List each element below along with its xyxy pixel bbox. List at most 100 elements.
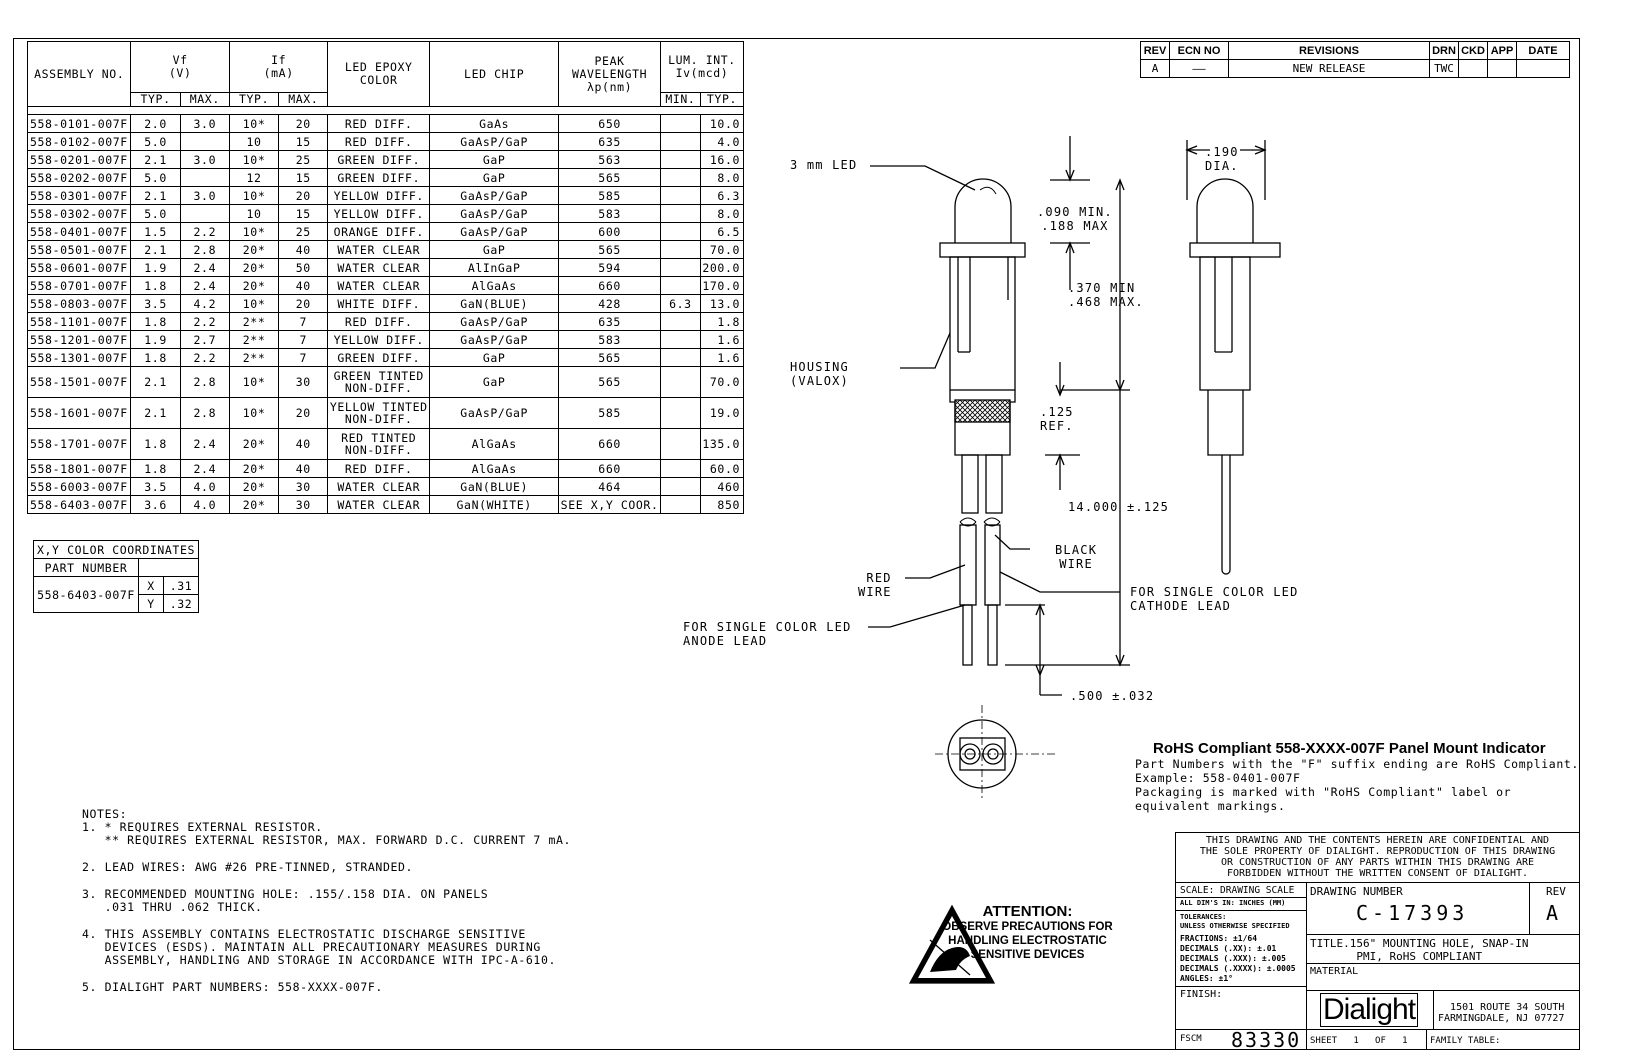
- cell-if-typ: 20*: [228, 258, 280, 277]
- header-lum: LUM. INT. Iv(mcd): [659, 41, 745, 93]
- cell-vf-typ: 2.1: [130, 150, 181, 169]
- notes-header: NOTES:: [82, 807, 128, 821]
- dialight-logo: Dialight: [1320, 993, 1419, 1027]
- dims-label: ALL DIM'S IN: INCHES (MM): [1180, 899, 1286, 907]
- cell-lum-typ: 6.5: [699, 222, 745, 241]
- cell-peak: SEE X,Y COOR.: [558, 495, 661, 514]
- hatch-band: [954, 399, 1011, 423]
- rev-label: REV: [1546, 885, 1566, 898]
- scale-label: SCALE: DRAWING SCALE: [1180, 885, 1295, 896]
- header-epoxy: LED EPOXY COLOR: [327, 41, 431, 107]
- label-housing: HOUSING (VALOX): [790, 360, 849, 388]
- cell-chip: GaN(BLUE): [429, 294, 560, 313]
- label-dim-500: .500 ±.032: [1070, 689, 1155, 703]
- material-label: MATERIAL: [1310, 966, 1359, 977]
- cell-if-typ: 2**: [228, 312, 280, 331]
- label-dim-190: .190 DIA.: [1205, 145, 1239, 173]
- cell-assembly: 558-0102-007F: [26, 132, 132, 151]
- cell-vf-typ: 3.6: [130, 495, 181, 514]
- cell-epoxy: YELLOW TINTED NON-DIFF.: [327, 397, 431, 429]
- cell-epoxy: GREEN DIFF.: [327, 150, 431, 169]
- rohs-line-3: Packaging is marked with "RoHS Compliant…: [1135, 785, 1512, 799]
- cell-lum-typ: 170.0: [699, 276, 745, 295]
- esd-attention: ATTENTION: OBSERVE PRECAUTIONS FOR HANDL…: [940, 903, 1115, 962]
- note-4: 4. THIS ASSEMBLY CONTAINS ELECTROSTATIC …: [82, 927, 556, 967]
- confidential-notice: THIS DRAWING AND THE CONTENTS HEREIN ARE…: [1199, 835, 1556, 879]
- cell-vf-typ: 2.1: [130, 366, 181, 398]
- cell-lum-typ: 135.0: [699, 428, 745, 460]
- header-assembly-no: ASSEMBLY NO.: [26, 41, 132, 107]
- cell-epoxy: RED DIFF.: [327, 132, 431, 151]
- cell-assembly: 558-6403-007F: [26, 495, 132, 514]
- rev-h-date: DATE: [1516, 41, 1570, 60]
- cell-chip: GaAsP/GaP: [429, 330, 560, 349]
- rohs-line-4: equivalent markings.: [1135, 799, 1286, 813]
- cell-if-max: 25: [278, 222, 329, 241]
- cell-if-typ: 10*: [228, 366, 280, 398]
- cell-vf-max: 2.8: [179, 240, 230, 259]
- cell-lum-typ: 16.0: [699, 150, 745, 169]
- flange-side: [1189, 242, 1281, 258]
- cell-lum-typ: 70.0: [699, 366, 745, 398]
- sheet-info: SHEET 1 OF 1: [1310, 1036, 1408, 1046]
- tolerances-label: TOLERANCES: UNLESS OTHERWISE SPECIFIED: [1180, 913, 1290, 930]
- rev-value: A: [1140, 59, 1170, 78]
- company-address: 1501 ROUTE 34 SOUTH FARMINGDALE, NJ 0772…: [1438, 1002, 1565, 1024]
- cell-epoxy: RED DIFF.: [327, 312, 431, 331]
- attention-title: ATTENTION:: [982, 903, 1073, 920]
- cell-vf-typ: 1.9: [130, 330, 181, 349]
- spec-table: ASSEMBLY NO. Vf (V) If (mA) LED EPOXY CO…: [26, 41, 745, 514]
- cell-chip: GaN(WHITE): [429, 495, 560, 514]
- cell-assembly: 558-0501-007F: [26, 240, 132, 259]
- cell-lum-typ: 13.0: [699, 294, 745, 313]
- finish-label: FINISH:: [1180, 989, 1223, 1000]
- drawing-title: TITLE.156" MOUNTING HOLE, SNAP-IN PMI, R…: [1310, 937, 1529, 963]
- xy-coordinates-table: X,Y COLOR COORDINATES PART NUMBER 558-64…: [33, 540, 199, 613]
- rev-h-ecn: ECN NO: [1169, 41, 1229, 60]
- cell-if-typ: 10*: [228, 397, 280, 429]
- family-table: FAMILY TABLE:: [1430, 1036, 1501, 1046]
- cell-lum-typ: 19.0: [699, 397, 745, 429]
- note-3: 3. RECOMMENDED MOUNTING HOLE: .155/.158 …: [82, 887, 489, 914]
- cell-if-max: 30: [278, 495, 329, 514]
- red-wire: [959, 524, 977, 606]
- rohs-line-2: Example: 558-0401-007F: [1135, 771, 1301, 785]
- cell-chip: AlGaAs: [429, 459, 560, 478]
- label-3mm-led: 3 mm LED: [790, 158, 858, 172]
- cell-lum-typ: 70.0: [699, 240, 745, 259]
- label-dim-370: .370 MIN .468 MAX.: [1068, 281, 1144, 309]
- cell-vf-typ: 5.0: [130, 168, 181, 187]
- cell-if-max: 50: [278, 258, 329, 277]
- cell-chip: GaAsP/GaP: [429, 204, 560, 223]
- cell-epoxy: WATER CLEAR: [327, 240, 431, 259]
- cell-vf-typ: 5.0: [130, 132, 181, 151]
- xy-y-value: .32: [163, 594, 199, 613]
- cell-peak: 585: [558, 397, 661, 429]
- label-anode: FOR SINGLE COLOR LED ANODE LEAD: [683, 620, 852, 648]
- cell-if-max: 40: [278, 459, 329, 478]
- cell-peak: 600: [558, 222, 661, 241]
- cell-if-typ: 20*: [228, 240, 280, 259]
- cell-chip: GaAsP/GaP: [429, 397, 560, 429]
- cell-lum-typ: 1.8: [699, 312, 745, 331]
- cell-epoxy: YELLOW DIFF.: [327, 204, 431, 223]
- cell-vf-max: 2.4: [179, 459, 230, 478]
- cell-lum-min: [659, 397, 701, 429]
- label-dim-125: .125 REF.: [1040, 405, 1074, 433]
- cell-if-typ: 10*: [228, 150, 280, 169]
- header-chip: LED CHIP: [429, 41, 560, 107]
- led-dome-front: [954, 178, 1012, 243]
- tolerance-values: FRACTIONS: ±1/64 DECIMALS (.XX): ±.01 DE…: [1180, 934, 1296, 983]
- drawing-number: C-17393: [1356, 901, 1469, 925]
- cell-lum-typ: 850: [699, 495, 745, 514]
